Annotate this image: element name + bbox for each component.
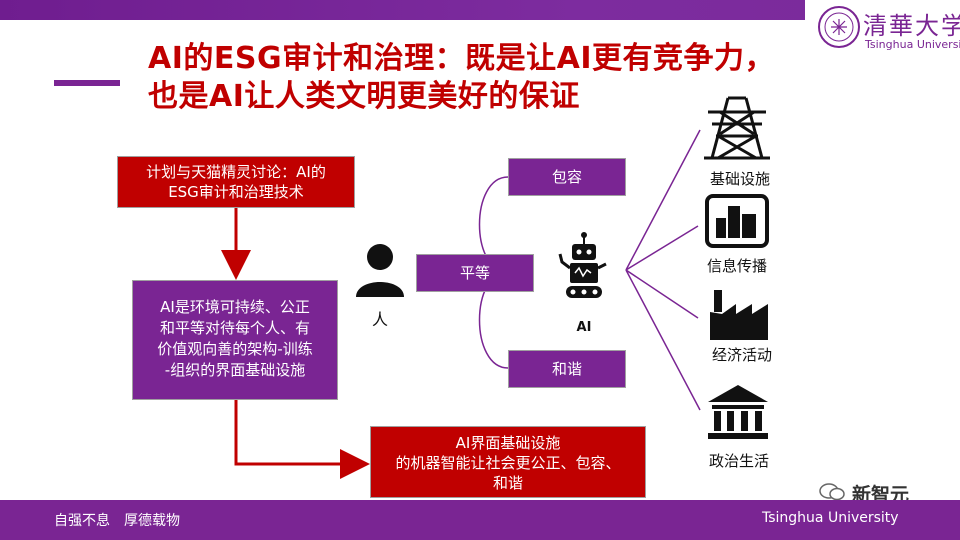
- footer-motto: 自强不息 厚德载物: [54, 513, 180, 529]
- university-chinese-name: 清華大学: [863, 12, 960, 40]
- wechat-icon: [819, 483, 845, 501]
- ai-label: AI: [576, 320, 592, 335]
- ai-box-line3: 价值观向善的架构-训练: [157, 340, 313, 358]
- page-title-line2: 也是AI让人类文明更美好的保证: [148, 79, 580, 114]
- domain-infrastructure-label: 基础设施: [709, 170, 770, 188]
- domain-economy-label: 经济活动: [711, 346, 772, 364]
- infrastructure-outcome-box: AI界面基础设施 的机器智能让社会更公正、包容、 和谐: [370, 426, 646, 498]
- infra-box-line2: 的机器智能让社会更公正、包容、: [395, 454, 621, 472]
- university-english-name: Tsinghua University: [865, 38, 960, 51]
- ai-box-line1: AI是环境可持续、公正: [160, 298, 310, 316]
- ai-definition-box: AI是环境可持续、公正 和平等对待每个人、有 价值观向善的架构-训练 -组织的界…: [132, 280, 338, 400]
- human-label: 人: [371, 310, 388, 329]
- value-inclusive-box: 包容: [508, 158, 626, 196]
- ai-box-line2: 和平等对待每个人、有: [159, 319, 310, 337]
- footer-bar: 自强不息 厚德载物 Tsinghua University: [0, 500, 960, 540]
- line-ai-information: [625, 225, 699, 271]
- top-banner: [0, 0, 960, 20]
- university-logo-area: 清華大学 Tsinghua University: [805, 0, 960, 68]
- domain-politics-label: 政治生活: [708, 452, 769, 470]
- line-ai-infrastructure: [625, 129, 701, 271]
- value-harmony-box: 和谐: [508, 350, 626, 388]
- line-ai-economy: [625, 269, 699, 319]
- footer-university: Tsinghua University: [762, 510, 899, 526]
- page-title-line1: AI的ESG审计和治理：既是让AI更有竞争力，: [148, 41, 775, 76]
- domain-information-label: 信息传播: [706, 257, 767, 275]
- plan-discussion-box: 计划与天猫精灵讨论：AI的 ESG审计和治理技术: [117, 156, 355, 208]
- title-accent-bar: [54, 80, 120, 86]
- plan-box-line2: ESG审计和治理技术: [168, 183, 304, 201]
- plan-box-line1: 计划与天猫精灵讨论：AI的: [146, 163, 326, 181]
- infra-box-line3: 和谐: [492, 474, 523, 492]
- ai-box-line4: -组织的界面基础设施: [164, 361, 306, 379]
- infra-box-line1: AI界面基础设施: [455, 434, 561, 452]
- value-equal-box: 平等: [416, 254, 534, 292]
- line-ai-politics: [625, 269, 701, 411]
- tsinghua-seal-icon: [818, 6, 860, 48]
- arrow-ai-to-infra: [234, 400, 370, 479]
